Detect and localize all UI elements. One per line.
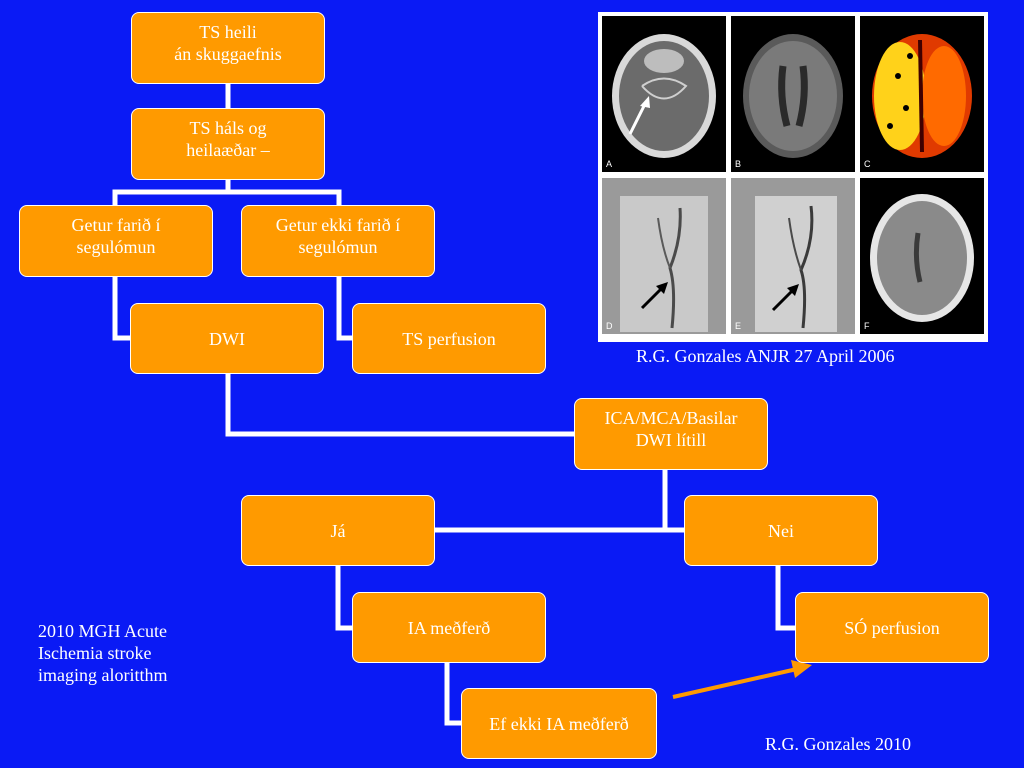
node-ts-perfusion: TS perfusion [352, 303, 546, 374]
node-ja: Já [241, 495, 435, 566]
node-dwi: DWI [130, 303, 324, 374]
reference-arrow [672, 667, 798, 699]
scan-panel-a: A [602, 16, 726, 172]
scan-panel-c: C [860, 16, 984, 172]
scan-panel-f: F [860, 178, 984, 334]
author-credit: R.G. Gonzales 2010 [765, 734, 911, 754]
brain-scan-image: A B C D [598, 12, 988, 342]
algorithm-caption: 2010 MGH Acute Ischemia stroke imaging a… [38, 621, 168, 685]
node-ef-ekki: Ef ekki IA meðferð [461, 688, 657, 759]
node-ia: IA meðferð [352, 592, 546, 663]
scan-panel-e: E [731, 178, 855, 334]
scan-panel-d: D [602, 178, 726, 334]
scan-panel-b: B [731, 16, 855, 172]
node-nei: Nei [684, 495, 878, 566]
node-so-perfusion: SÓ perfusion [795, 592, 989, 663]
image-credit: R.G. Gonzales ANJR 27 April 2006 [636, 346, 895, 366]
